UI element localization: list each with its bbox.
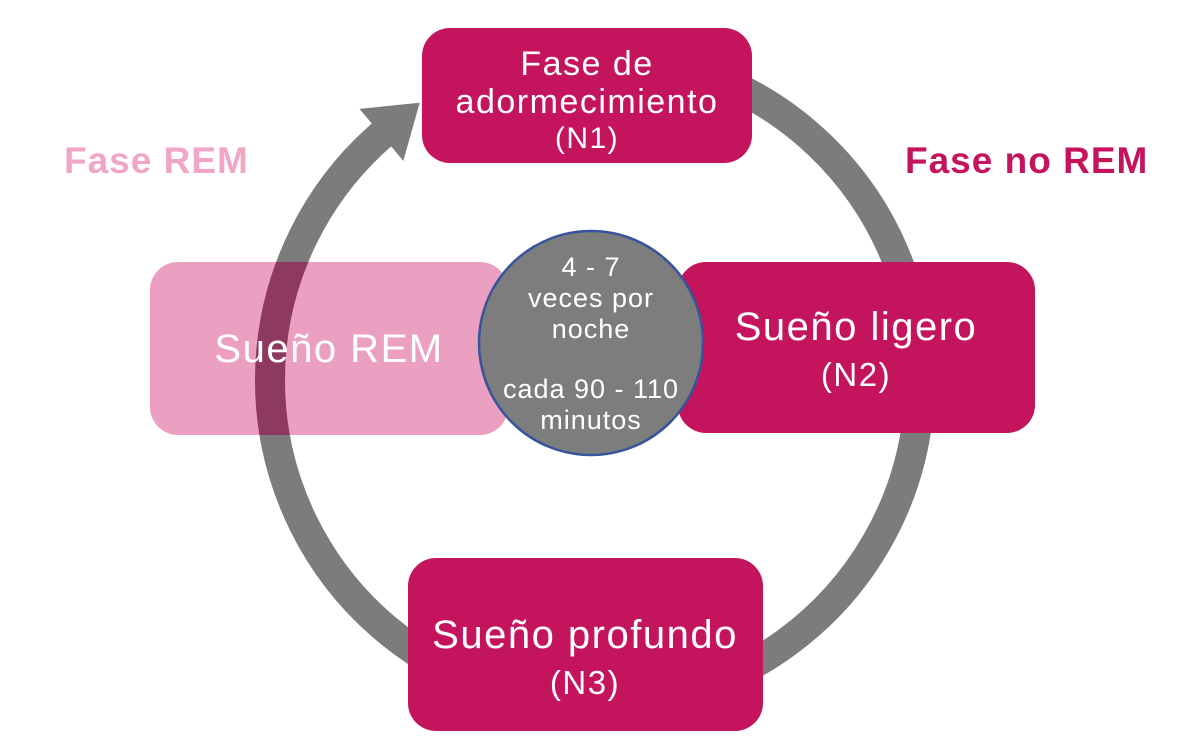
- cycle-arrowhead-icon: [359, 102, 420, 161]
- n1-label-line1: Fase de: [520, 45, 653, 83]
- stage-box-n1: [422, 28, 752, 163]
- non-rem-phase-label: Fase no REM: [905, 140, 1148, 181]
- center-line-1: 4 - 7: [561, 252, 620, 282]
- n1-code: (N1): [555, 122, 619, 155]
- rem-label: Sueño REM: [214, 327, 443, 371]
- stage-box-n3: [408, 558, 763, 731]
- center-line-3: noche: [552, 314, 631, 344]
- n3-code: (N3): [550, 664, 620, 701]
- center-line-4: cada 90 - 110: [503, 374, 679, 404]
- stage-box-rem: [150, 262, 508, 435]
- n3-label: Sueño profundo: [432, 613, 738, 657]
- center-line-5: minutos: [540, 405, 642, 435]
- n2-label: Sueño ligero: [735, 305, 978, 349]
- center-circle: [477, 229, 705, 457]
- stage-box-n2: [678, 262, 1035, 433]
- rem-phase-label: Fase REM: [64, 140, 249, 181]
- cycle-ring-through-rem-box: [254, 262, 508, 435]
- center-line-2: veces por: [528, 283, 654, 313]
- n1-label-line2: adormecimiento: [456, 83, 719, 121]
- n2-code: (N2): [821, 356, 891, 393]
